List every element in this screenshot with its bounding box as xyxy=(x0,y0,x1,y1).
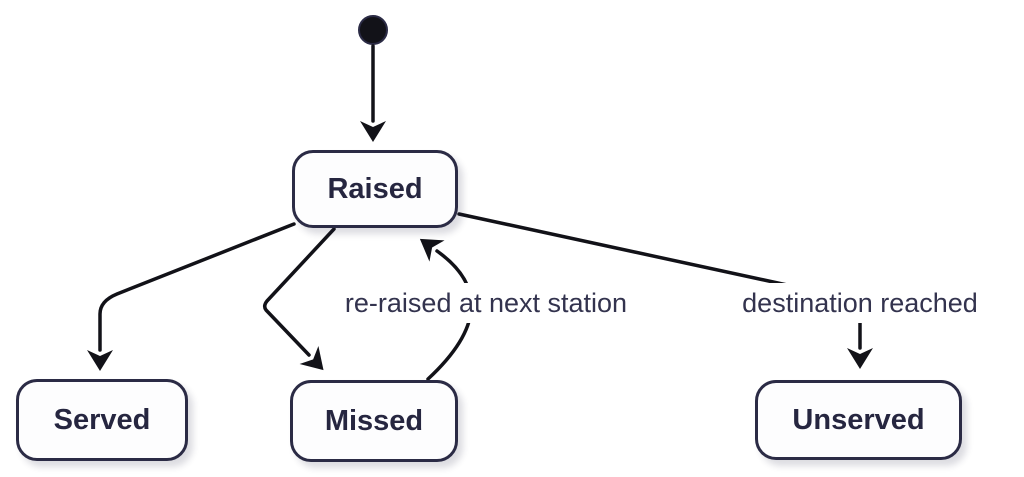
initial-state-dot xyxy=(358,15,388,45)
arrow-raised-to-served xyxy=(87,222,296,371)
arrow-raised-to-missed xyxy=(262,227,336,371)
edge-label-re-raised-at-next-station: re-raised at next station xyxy=(290,283,682,323)
edge-label-text: destination reached xyxy=(742,287,978,318)
state-raised: Raised xyxy=(292,150,458,228)
state-unserved-label: Unserved xyxy=(792,403,925,436)
state-raised-label: Raised xyxy=(327,172,423,205)
state-served: Served xyxy=(16,379,188,461)
state-unserved: Unserved xyxy=(755,380,962,460)
state-served-label: Served xyxy=(53,403,151,436)
state-missed-label: Missed xyxy=(324,404,424,437)
arrow-raised-to-unserved xyxy=(457,212,873,369)
edge-label-destination-reached: destination reached xyxy=(703,283,1017,323)
edge-label-text: re-raised at next station xyxy=(344,287,628,318)
state-missed: Missed xyxy=(290,380,458,462)
